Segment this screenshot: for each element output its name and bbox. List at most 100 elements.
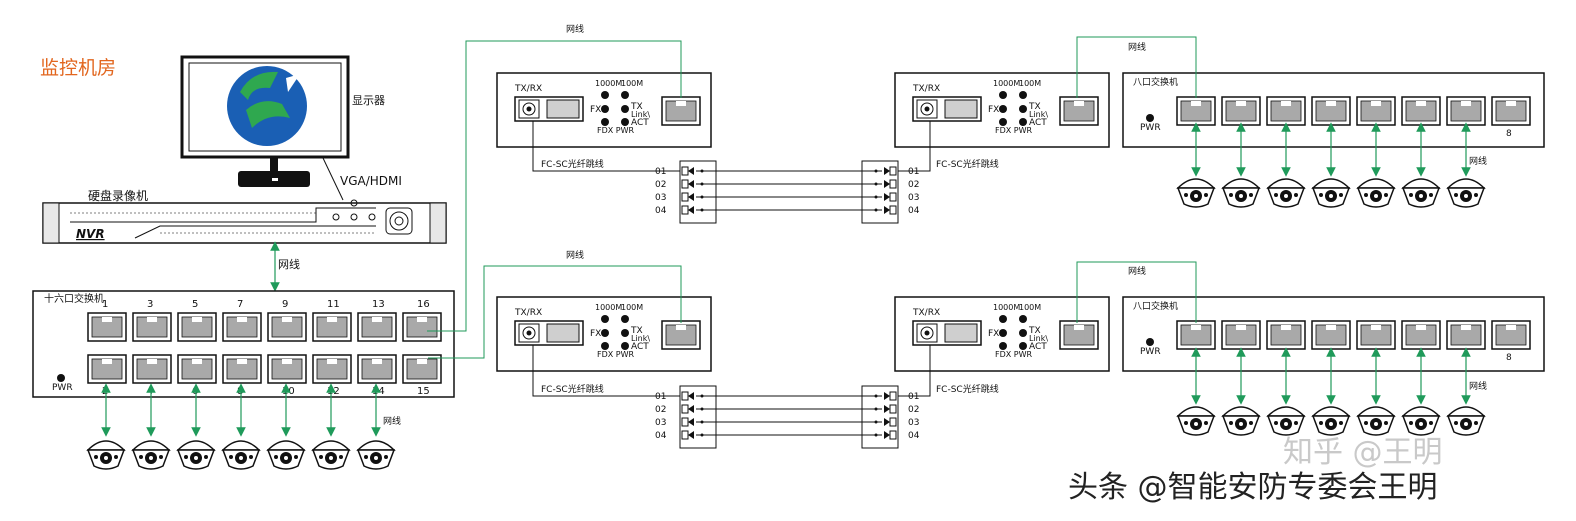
converter-act-label: ACT [1029, 118, 1047, 128]
converter-fx-label: FX [988, 329, 999, 339]
status-led [999, 342, 1007, 350]
switch8-port[interactable] [1446, 96, 1486, 126]
converter-tx-label: TX [1028, 102, 1041, 112]
rj45-port[interactable] [1059, 320, 1099, 350]
vga-label: VGA/HDMI [340, 174, 402, 188]
switch16-port-label-bottom: 15 [417, 386, 430, 397]
rj45-port[interactable] [1059, 96, 1099, 126]
patch-port-label-right: 03 [908, 418, 919, 428]
switch8-last-port-label: 8 [1506, 353, 1512, 363]
switch16-port-bottom[interactable] [87, 354, 127, 384]
switch8-port[interactable] [1491, 96, 1531, 126]
monitor-logo-icon [227, 66, 307, 146]
converter-txrx-label: TX/RX [514, 84, 542, 94]
switch16-port-top[interactable] [132, 312, 172, 342]
fiber-port[interactable] [514, 96, 584, 122]
switch8-port[interactable] [1401, 320, 1441, 350]
switch8-port[interactable] [1311, 96, 1351, 126]
dome-camera-icon [1356, 406, 1396, 436]
dome-camera-icon [86, 440, 126, 470]
patch-port [681, 417, 689, 427]
switch16-port-bottom[interactable] [132, 354, 172, 384]
patch-port [681, 430, 689, 440]
dome-camera-icon [1221, 178, 1261, 208]
dome-camera-icon [1221, 406, 1261, 436]
switch8-port[interactable] [1311, 320, 1351, 350]
switch16-port-top[interactable] [177, 312, 217, 342]
dome-camera-icon [221, 440, 261, 470]
patch-port-label-right: 01 [908, 167, 919, 177]
nvr-device [42, 199, 447, 244]
fiber-jumper-left [532, 345, 680, 397]
switch16-port-label-top: 3 [147, 299, 153, 310]
switch16-port-bottom[interactable] [267, 354, 307, 384]
patch-port [681, 404, 689, 414]
patch-port [889, 166, 897, 176]
bottom-cable-label: 网线 [566, 249, 584, 261]
switch16-port-bottom[interactable] [312, 354, 352, 384]
switch16-port-bottom[interactable] [402, 354, 442, 384]
patch-port [889, 192, 897, 202]
status-led [621, 342, 629, 350]
converter-speed-1000: 1000M [595, 79, 622, 88]
status-led [999, 105, 1007, 113]
switch16-port-bottom[interactable] [357, 354, 397, 384]
patch-port [681, 205, 689, 215]
status-led [601, 342, 609, 350]
switch8-port[interactable] [1266, 96, 1306, 126]
switch8-port[interactable] [1221, 96, 1261, 126]
converter-act-label: ACT [631, 342, 649, 352]
switch8-port[interactable] [1356, 320, 1396, 350]
right-bottom-cam-cable-label: 网线 [1469, 380, 1487, 392]
switch8-port[interactable] [1266, 320, 1306, 350]
fiber-jumper-right [898, 345, 931, 397]
switch8-port[interactable] [1221, 320, 1261, 350]
switch16-port-top[interactable] [87, 312, 127, 342]
switch16-port-top[interactable] [267, 312, 307, 342]
patch-port-label-right: 02 [908, 180, 919, 190]
status-led [601, 329, 609, 337]
dome-camera-icon [1176, 406, 1216, 436]
converter-fx-label: FX [988, 105, 999, 115]
switch16-port-top[interactable] [222, 312, 262, 342]
switch8-port[interactable] [1176, 320, 1216, 350]
status-led [601, 118, 609, 126]
switch8-port[interactable] [1491, 320, 1531, 350]
dome-camera-icon [1311, 406, 1351, 436]
switch8-port[interactable] [1356, 96, 1396, 126]
dome-camera-icon [1446, 406, 1486, 436]
switch8-port[interactable] [1446, 320, 1486, 350]
patch-port [681, 192, 689, 202]
dome-camera-icon [266, 440, 306, 470]
patch-port [889, 417, 897, 427]
switch16-port-label-top: 16 [417, 299, 430, 310]
dome-camera-icon [311, 440, 351, 470]
switch16-port-top[interactable] [312, 312, 352, 342]
nvr-title: 硬盘录像机 [88, 188, 148, 203]
fiber-port[interactable] [514, 320, 584, 346]
monitor-label: 显示器 [352, 94, 385, 107]
switch16-port-top[interactable] [357, 312, 397, 342]
switch16-port-top[interactable] [402, 312, 442, 342]
switch16-port-label-top: 7 [237, 299, 243, 310]
converter-tx-label: TX [630, 102, 643, 112]
fiber-port[interactable] [912, 320, 982, 346]
switch16-port-label-bottom: 14 [372, 386, 385, 397]
switch8-port[interactable] [1176, 96, 1216, 126]
patch-port-label-right: 01 [908, 392, 919, 402]
dome-camera-icon [1176, 178, 1216, 208]
switch16-title: 十六口交换机 [44, 292, 104, 305]
status-led [621, 329, 629, 337]
patch-port-label-left: 04 [655, 206, 667, 216]
converter-link-label: Link\ [631, 334, 650, 343]
switch16-port-label-top: 13 [372, 299, 385, 310]
rj45-port[interactable] [661, 96, 701, 126]
switch16-port-bottom[interactable] [177, 354, 217, 384]
rj45-port[interactable] [661, 320, 701, 350]
switch16-port-bottom[interactable] [222, 354, 262, 384]
fiber-port[interactable] [912, 96, 982, 122]
switch8-port[interactable] [1401, 96, 1441, 126]
status-led [1019, 329, 1027, 337]
